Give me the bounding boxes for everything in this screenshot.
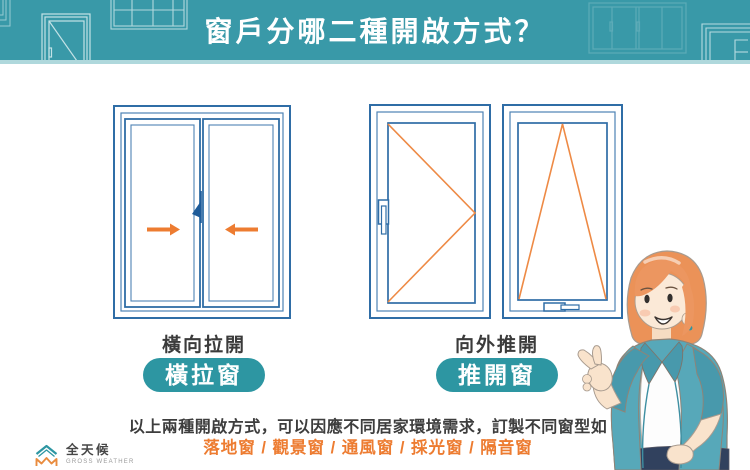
page-title: 窗戶分哪二種開啟方式？ bbox=[204, 16, 546, 47]
sliding-badge: 橫拉窗 bbox=[143, 358, 265, 392]
sliding-window-outline-icon bbox=[588, 2, 687, 54]
header-bar: 窗戶分哪二種開啟方式？ bbox=[0, 0, 750, 60]
logo: 全天候 GROSS WEATHER bbox=[33, 443, 135, 469]
door-outline-icon bbox=[41, 13, 91, 60]
brand-name: 全天候 bbox=[66, 443, 112, 457]
side-handle-icon bbox=[377, 199, 390, 235]
arrow-left-icon bbox=[225, 223, 258, 236]
casement-window-diagram bbox=[369, 104, 623, 319]
arrow-right-icon bbox=[147, 223, 180, 236]
bottom-handle-icon bbox=[543, 302, 580, 312]
casement-badge: 推開窗 bbox=[436, 358, 558, 392]
header-accent-strip bbox=[0, 60, 750, 64]
left-sash bbox=[124, 118, 201, 308]
tilt-window bbox=[502, 104, 623, 319]
header-decorations bbox=[0, 0, 750, 60]
brand-roof-icon bbox=[35, 444, 58, 466]
latch-icon bbox=[192, 191, 202, 223]
brand-text: 全天候 GROSS WEATHER bbox=[66, 443, 135, 465]
presenter-illustration bbox=[577, 250, 730, 470]
casement-caption: 向外推開 bbox=[454, 335, 540, 356]
window-grid-icon bbox=[110, 0, 188, 30]
brand-subtitle: GROSS WEATHER bbox=[66, 459, 135, 465]
side-hung-window bbox=[369, 104, 491, 319]
door-frame-icon bbox=[701, 23, 750, 60]
corner-frame-icon bbox=[0, 0, 11, 27]
footer-window-types: 落地窗 / 觀景窗 / 通風窗 / 採光窗 / 隔音窗 bbox=[203, 439, 533, 457]
sliding-caption: 橫向拉開 bbox=[161, 335, 247, 356]
footer-note: 以上兩種開啟方式，可以因應不同居家環境需求，訂製不同窗型如 bbox=[128, 419, 608, 436]
right-sash bbox=[202, 118, 280, 308]
sliding-window-diagram bbox=[113, 105, 291, 319]
